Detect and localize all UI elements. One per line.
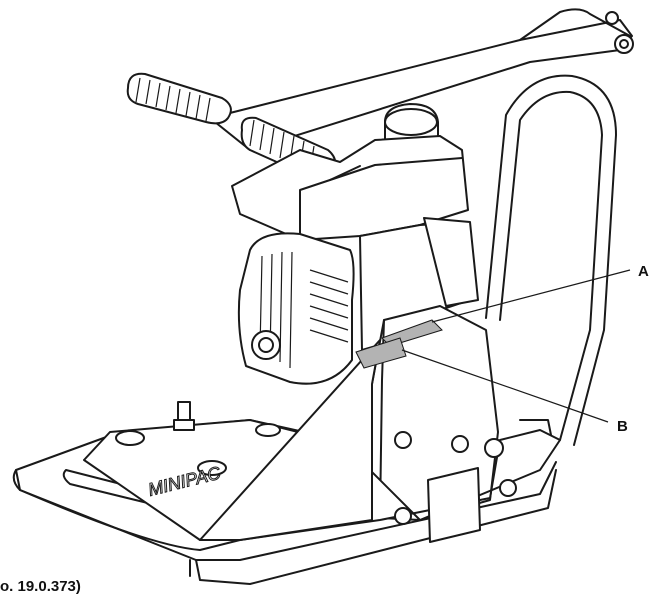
- decals: [355, 319, 443, 369]
- leader-lines: [401, 269, 631, 423]
- guard-frame: [485, 74, 617, 446]
- leader-b: [401, 349, 609, 423]
- bracket: [199, 339, 381, 541]
- figure-caption: o. 19.0.373): [0, 578, 81, 595]
- column-body: [359, 217, 479, 351]
- leader-a: [431, 269, 631, 323]
- bolts: [394, 431, 517, 543]
- grip-left: [126, 72, 232, 125]
- callout-a: A: [638, 263, 649, 280]
- decal-b: [355, 337, 407, 369]
- engine-block: [237, 232, 355, 385]
- callout-b: B: [617, 418, 628, 435]
